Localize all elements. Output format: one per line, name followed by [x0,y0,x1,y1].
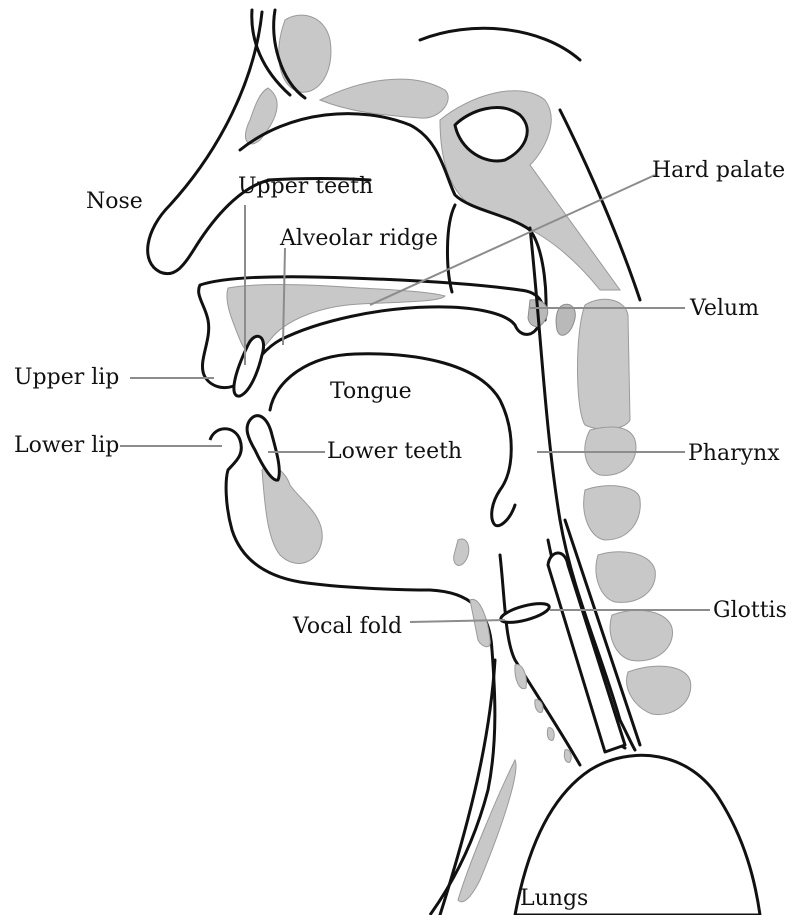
label-upper-lip: Upper lip [14,365,119,390]
hyoid-shape [454,539,469,565]
velum-shape [447,205,455,292]
label-lower-teeth: Lower teeth [327,439,462,464]
label-glottis: Glottis [713,598,787,623]
label-lower-lip: Lower lip [14,433,119,458]
label-nose: Nose [86,189,143,214]
label-hard-palate: Hard palate [652,158,785,183]
glottis-shape [499,600,551,626]
velum-small-bone [556,304,575,335]
skull-bones [245,10,640,300]
label-velum: Velum [689,296,759,321]
label-alveolar-ridge: Alveolar ridge [279,226,438,251]
label-upper-teeth: Upper teeth [238,174,373,199]
label-pharynx: Pharynx [688,441,780,466]
label-lungs: Lungs [520,886,588,911]
label-tongue: Tongue [330,379,412,404]
label-vocal-fold: Vocal fold [292,614,402,639]
